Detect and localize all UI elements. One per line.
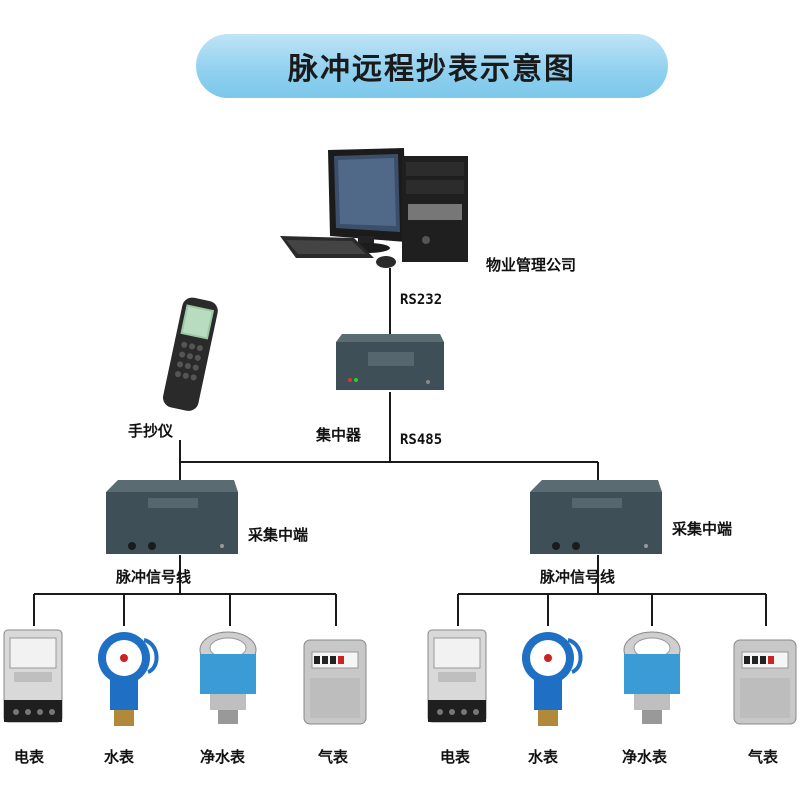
concentrator-icon — [336, 334, 444, 390]
meter-left-water-label: 水表 — [104, 748, 135, 766]
gas-meter-right-icon — [733, 639, 797, 725]
collector-right-icon — [530, 480, 662, 554]
gas-meter-left-icon — [303, 639, 367, 725]
water-meter-left-icon — [98, 632, 159, 726]
rs232-label: RS232 — [400, 292, 443, 308]
title-banner: 脉冲远程抄表示意图 — [196, 34, 668, 98]
purified-water-meter-left-icon — [199, 631, 257, 724]
company-label: 物业管理公司 — [486, 256, 577, 274]
pulse-line-left-label: 脉冲信号线 — [116, 568, 192, 586]
concentrator-label: 集中器 — [316, 426, 362, 444]
electric-meter-right-icon — [427, 629, 487, 723]
collector-left-icon — [106, 480, 238, 554]
collector-right-label: 采集中端 — [672, 520, 733, 538]
meter-right-water-label: 水表 — [528, 748, 559, 766]
pulse-line-right-label: 脉冲信号线 — [540, 568, 616, 586]
meter-right-electric-label: 电表 — [440, 748, 471, 766]
meter-right-purified-label: 净水表 — [622, 748, 668, 766]
computer-icon — [280, 148, 468, 268]
diagram-title: 脉冲远程抄表示意图 — [288, 52, 576, 87]
water-meter-right-icon — [522, 632, 583, 726]
purified-water-meter-right-icon — [623, 631, 681, 724]
electric-meter-left-icon — [3, 629, 63, 723]
rs485-label: RS485 — [400, 432, 443, 448]
handheld-reader-icon — [163, 297, 218, 411]
collector-left-label: 采集中端 — [248, 526, 309, 544]
meter-right-gas-label: 气表 — [748, 748, 779, 766]
meter-left-electric-label: 电表 — [14, 748, 45, 766]
handheld-label: 手抄仪 — [128, 422, 174, 440]
meter-left-purified-label: 净水表 — [200, 748, 246, 766]
meter-left-gas-label: 气表 — [318, 748, 349, 766]
